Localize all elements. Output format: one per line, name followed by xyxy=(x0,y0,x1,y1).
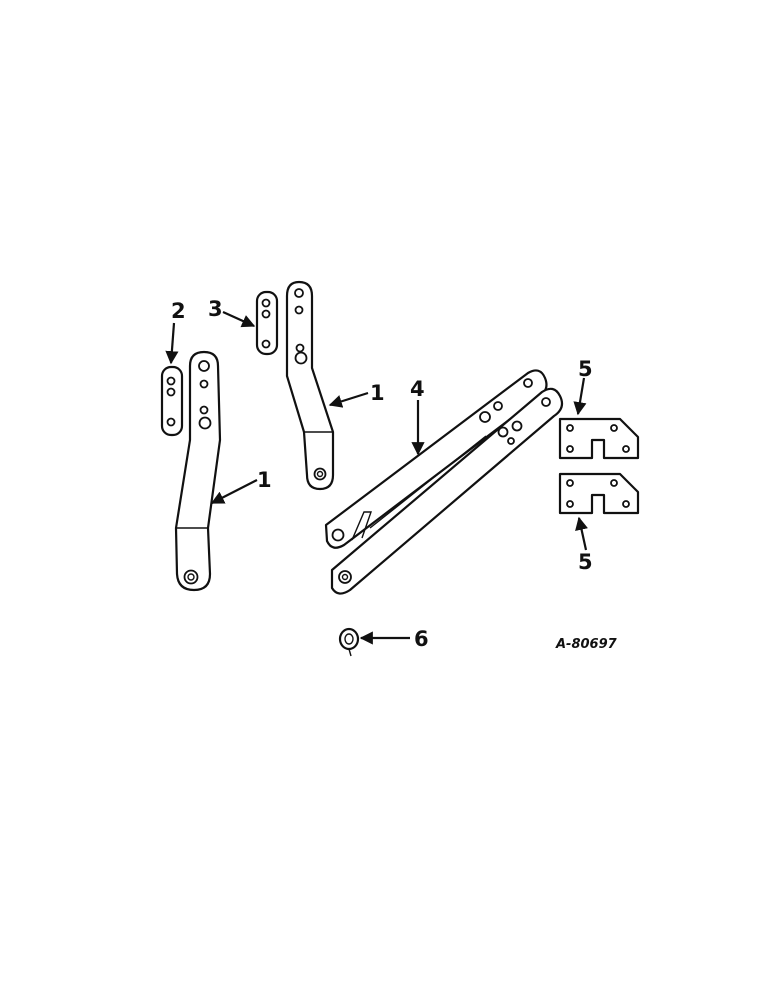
leader-1-right xyxy=(328,391,369,408)
callout-5-lower: 5 xyxy=(578,550,593,574)
callout-4: 4 xyxy=(410,377,425,401)
leader-1-left xyxy=(210,479,258,504)
part-4-bars xyxy=(324,369,564,595)
leader-5-upper xyxy=(573,377,587,416)
callout-5-upper: 5 xyxy=(578,357,593,381)
leader-2 xyxy=(165,322,179,365)
part-6-fastener xyxy=(338,627,360,657)
leader-3 xyxy=(222,310,256,328)
part-2-strap xyxy=(160,365,184,437)
callout-2: 2 xyxy=(171,299,186,323)
leader-5-lower xyxy=(575,516,588,551)
part-5-lower-plate xyxy=(558,472,640,515)
part-1-right-arm xyxy=(285,280,335,491)
callout-1-right: 1 xyxy=(370,381,385,405)
callout-3: 3 xyxy=(208,297,223,321)
callout-1-left: 1 xyxy=(257,468,272,492)
callout-6: 6 xyxy=(414,627,429,651)
part-5-upper-plate xyxy=(558,417,640,460)
part-3-strap xyxy=(255,290,279,356)
reference-code: A-80697 xyxy=(555,637,618,652)
part-1-left-arm xyxy=(174,350,222,592)
